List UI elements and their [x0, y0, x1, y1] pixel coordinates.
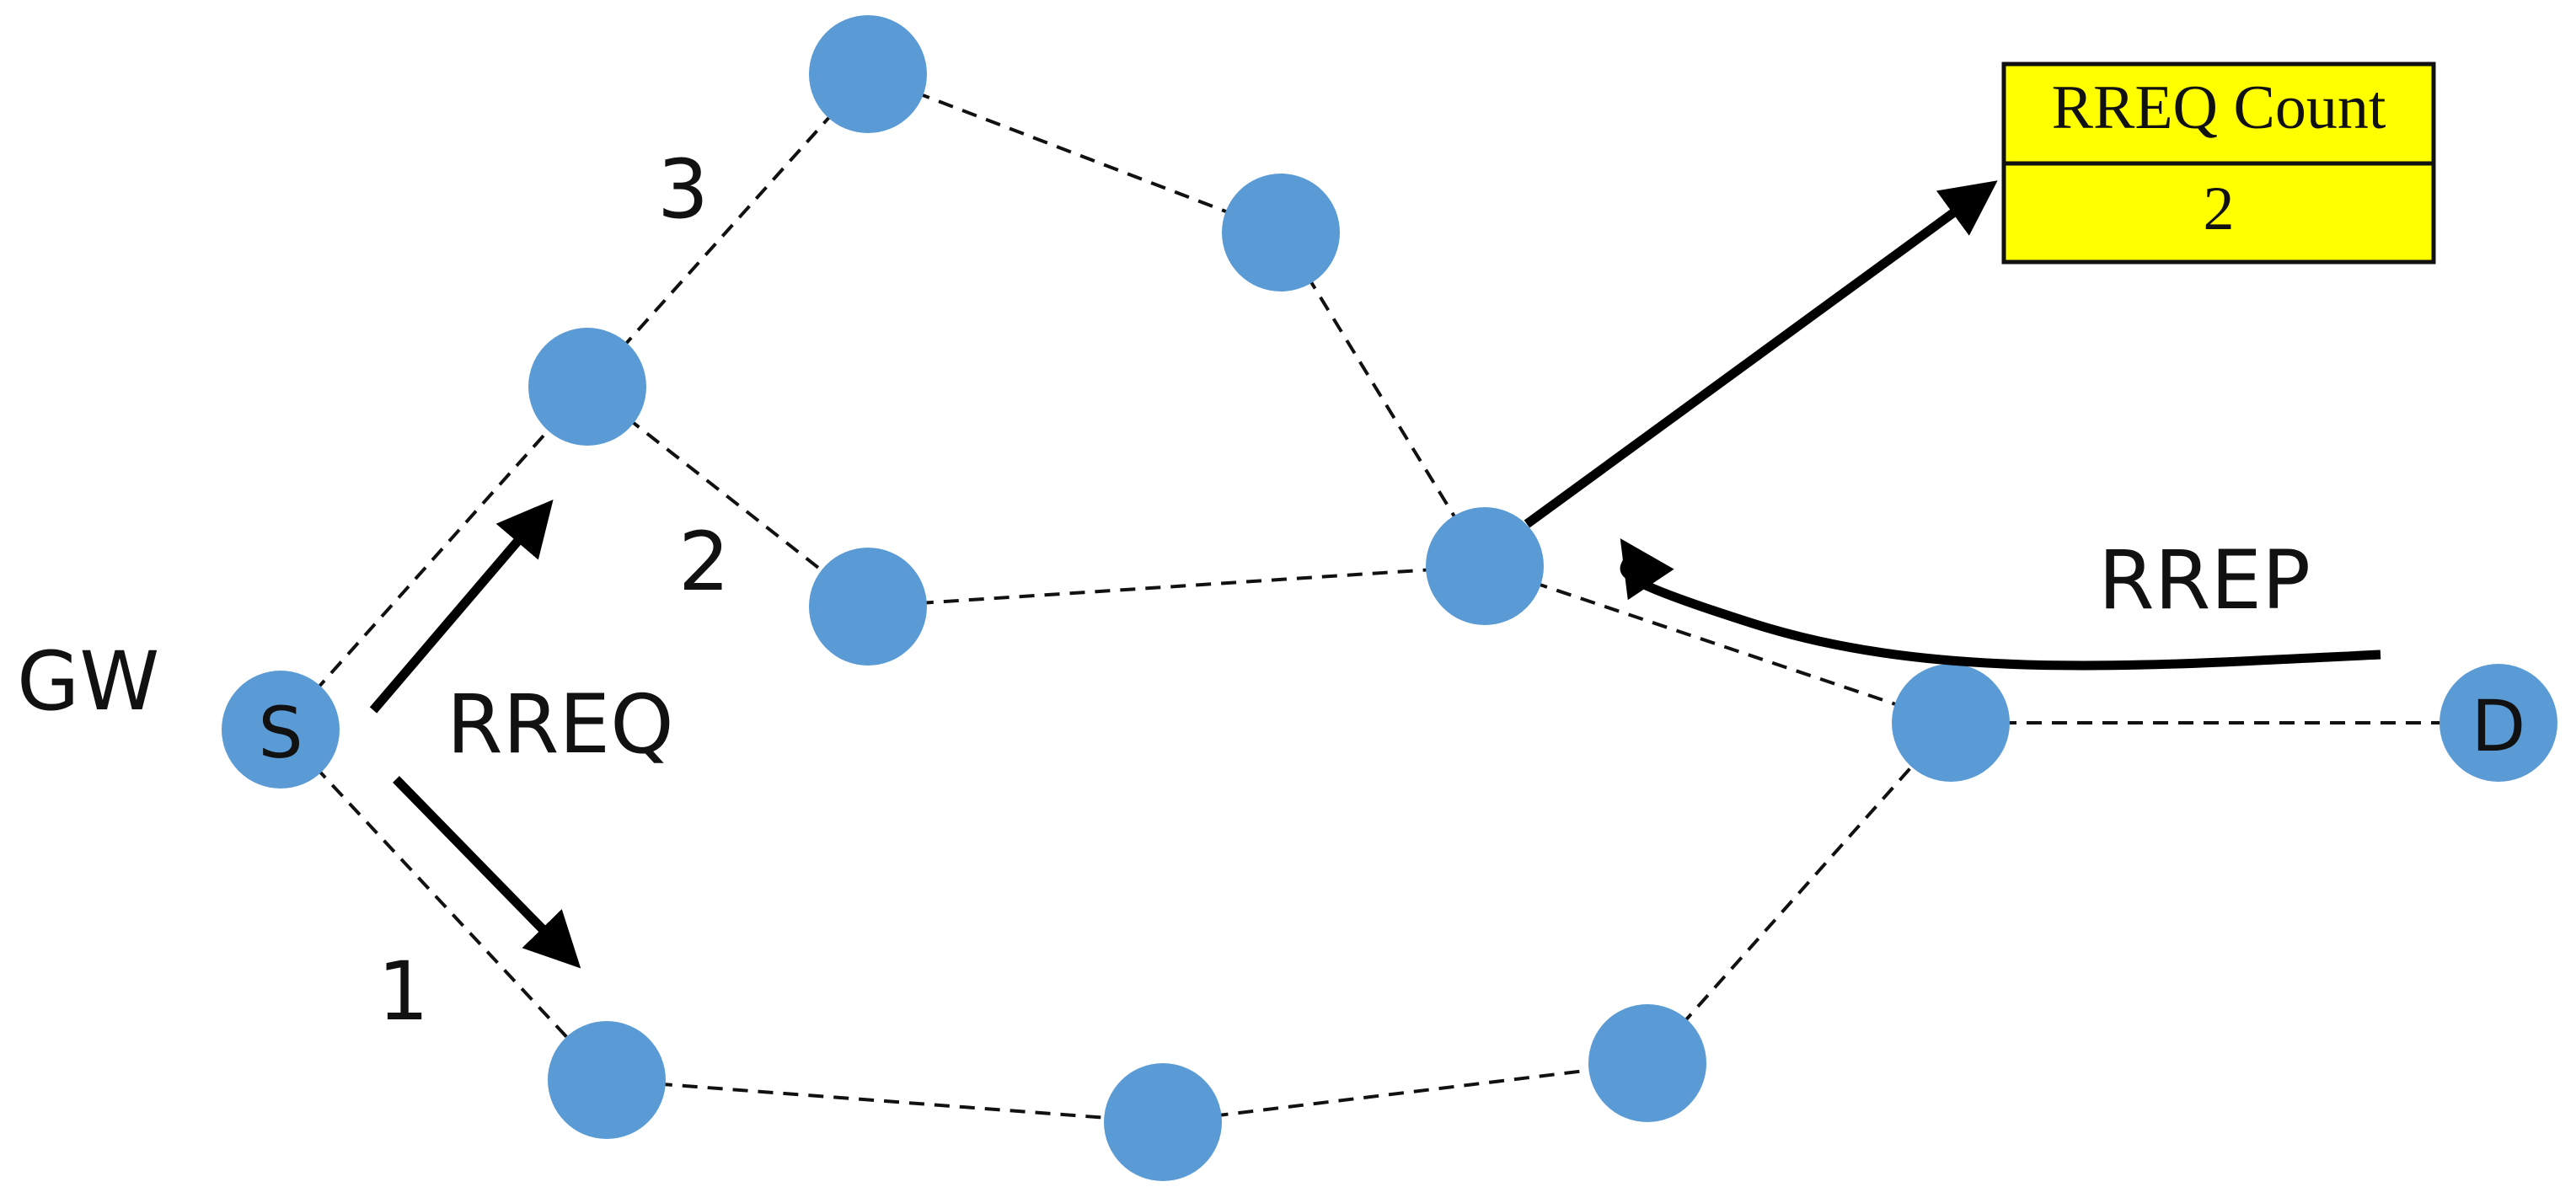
- destination-label: D: [2472, 685, 2526, 767]
- gw-label: GW: [17, 634, 159, 729]
- rrep-label: RREP: [2098, 533, 2311, 628]
- node-bottom-left: [548, 1021, 666, 1139]
- link-n7-n8: [606, 1078, 1164, 1124]
- node-upper-right: [1222, 174, 1340, 291]
- rrep-arrow: [1620, 538, 2381, 671]
- node-source: [222, 671, 340, 789]
- node-middle-left: [809, 548, 927, 666]
- counter-pointer-arrow: [1524, 180, 1998, 528]
- rreq-count-table: RREQ Count 2: [2001, 61, 2436, 265]
- node-destination: [2439, 664, 2557, 782]
- link-n2-n4: [586, 385, 870, 608]
- rreq-label: RREQ: [447, 677, 674, 772]
- link-n4-n5: [867, 564, 1486, 608]
- node-bottom-middle: [1104, 1063, 1222, 1181]
- path-number-3: 3: [657, 142, 709, 237]
- link-n3-n5: [1279, 231, 1486, 568]
- node-intermediate: [1426, 507, 1544, 625]
- rreq-count-header: RREQ Count: [2052, 73, 2386, 142]
- link-n5-n6: [1484, 564, 1952, 724]
- node-upper-left: [528, 328, 646, 446]
- path-number-2: 2: [678, 515, 730, 609]
- link-n2-n1: [586, 72, 870, 388]
- link-s-n2: [279, 385, 589, 731]
- link-s-n7: [279, 728, 608, 1082]
- nodes: [222, 15, 2557, 1181]
- source-label: S: [258, 692, 303, 774]
- rreq-arrow-up: [369, 499, 554, 714]
- link-n1-n3: [867, 72, 1282, 234]
- node-bottom-right: [1588, 1004, 1706, 1122]
- link-n9-n6: [1646, 721, 1952, 1065]
- path-number-1: 1: [378, 944, 429, 1039]
- node-right: [1892, 664, 2010, 782]
- rreq-count-value: 2: [2204, 174, 2235, 243]
- links: [279, 72, 2498, 1124]
- link-n8-n9: [1162, 1061, 1648, 1124]
- node-top: [809, 15, 927, 133]
- rreq-arrow-down: [393, 776, 581, 969]
